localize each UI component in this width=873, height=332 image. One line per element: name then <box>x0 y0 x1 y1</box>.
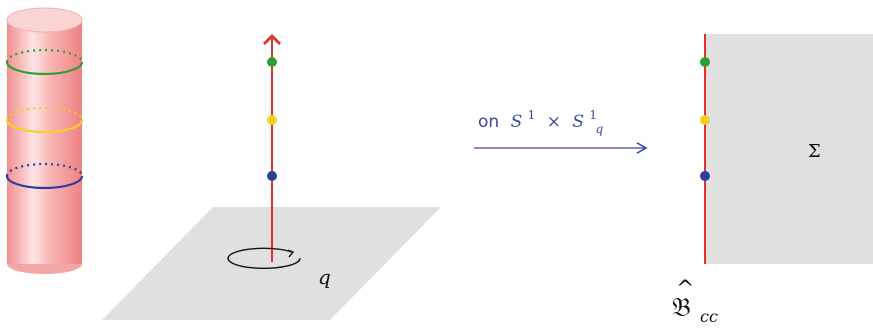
transform-arrow: on S 1 × S 1 q <box>474 104 648 154</box>
boundary-green-dot <box>700 57 710 67</box>
yellow-ring-front <box>5 119 84 134</box>
boundary-hat: ^ <box>676 277 694 302</box>
arrow-label-s2-sup: 1 <box>589 108 597 122</box>
arrow-label-on: on <box>478 112 499 132</box>
yellow-dot <box>267 115 277 125</box>
arrow-label-s2: S <box>572 112 584 132</box>
green-ring-back <box>5 48 84 63</box>
circular-arrow-icon <box>227 247 301 269</box>
arrow-label-s1: S <box>511 112 523 132</box>
boundary-letter: 𝔅 <box>672 293 691 323</box>
blue-dot <box>267 171 277 181</box>
arrow-label-s1-sup: 1 <box>528 108 536 122</box>
blue-ring-back <box>5 162 84 177</box>
half-plane-scene: Σ ^ 𝔅 cc <box>672 34 873 326</box>
cylinder-body <box>7 20 82 264</box>
sigma-region <box>705 34 873 264</box>
boundary-subscript: cc <box>700 307 718 326</box>
sigma-label: Σ <box>808 141 821 162</box>
cylinder-bottom-cap <box>7 264 82 274</box>
green-dot <box>267 57 277 67</box>
yellow-ring-back <box>5 106 84 121</box>
boundary-yellow-dot <box>700 115 710 125</box>
arrow-label: on S 1 × S 1 q <box>478 104 603 136</box>
circular-arrow-head <box>287 249 295 258</box>
boundary-blue-dot <box>700 171 710 181</box>
cylinder <box>5 7 84 274</box>
arrow-label-times: × <box>547 112 561 132</box>
gray-plane <box>102 207 441 320</box>
plane-scene: q <box>102 34 441 320</box>
cylinder-top-cap <box>6 7 83 33</box>
blue-ring-front <box>5 175 84 190</box>
green-ring-front <box>5 61 84 76</box>
rotation-label-q: q <box>318 265 331 289</box>
arrow-label-s2-sub: q <box>595 122 603 136</box>
